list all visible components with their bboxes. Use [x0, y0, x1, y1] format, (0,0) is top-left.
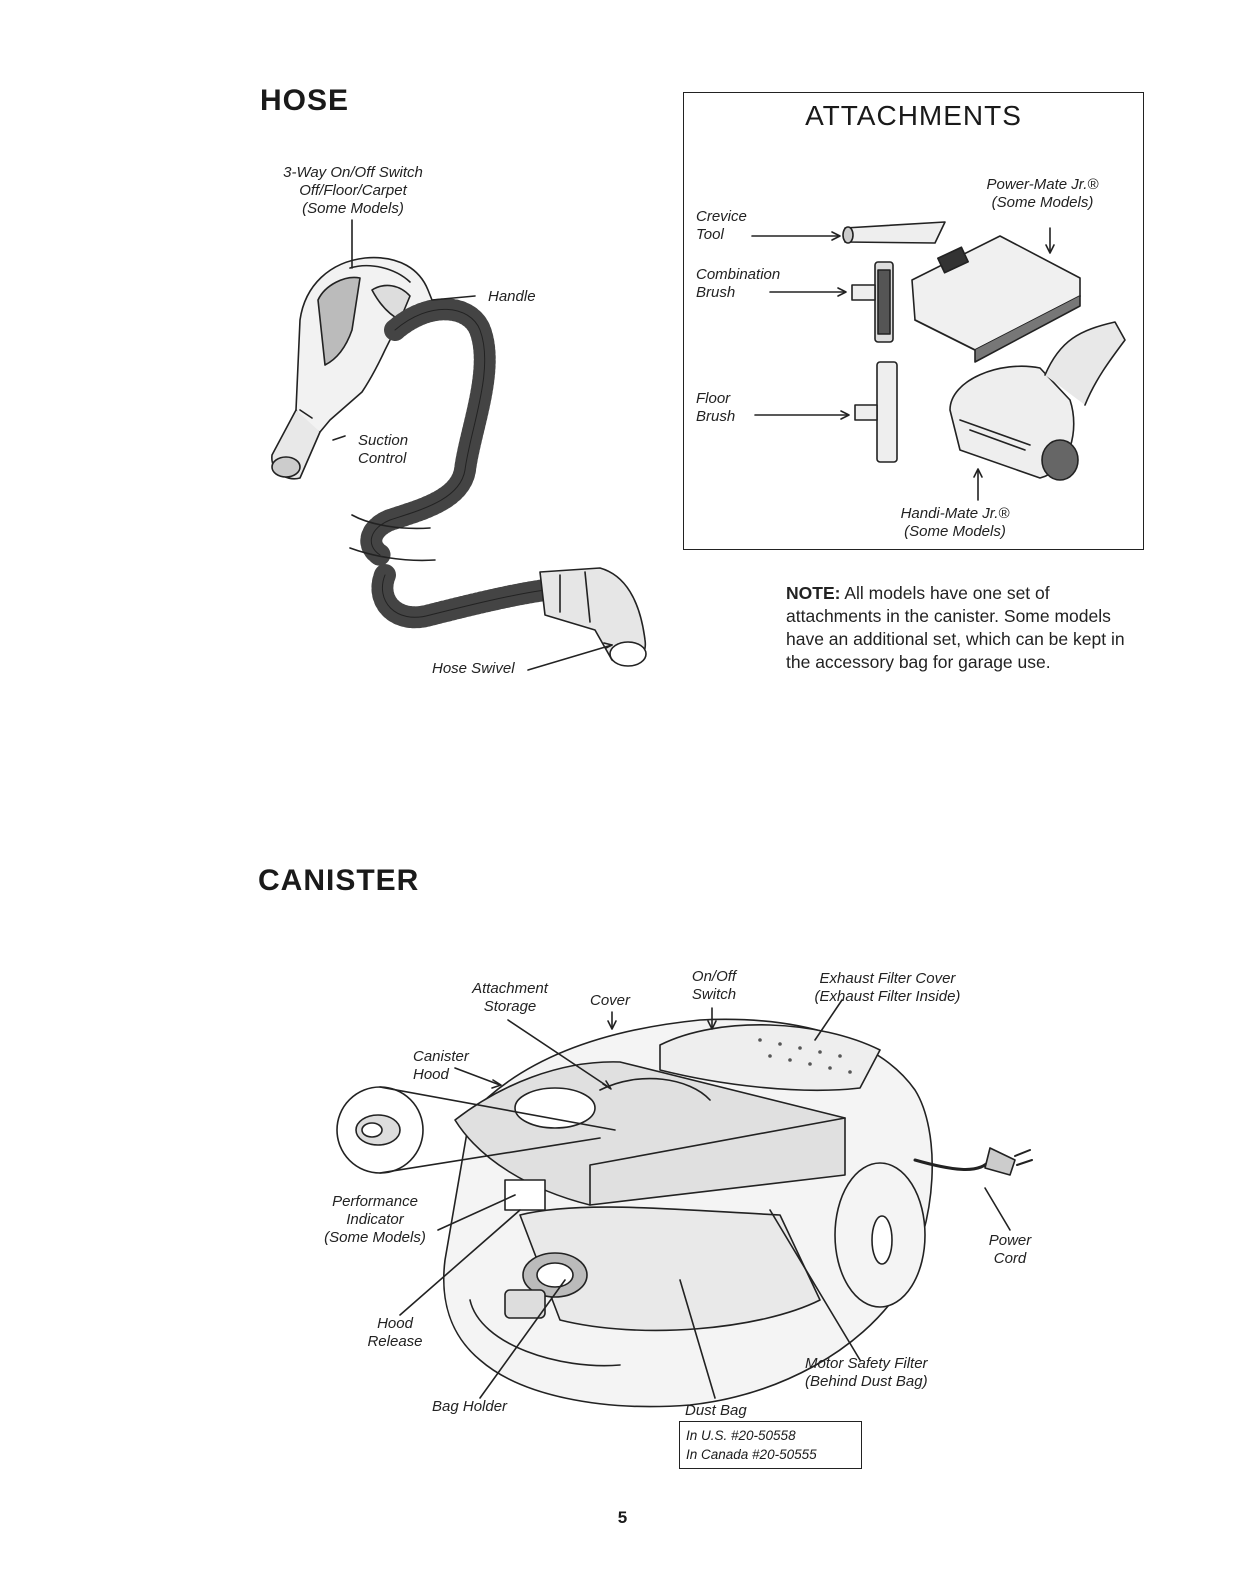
crevice-tool-label: Crevice Tool: [696, 208, 747, 243]
motor-safety-filter-label: Motor Safety Filter (Behind Dust Bag): [805, 1355, 928, 1390]
power-cord-label: Power Cord: [988, 1232, 1032, 1267]
switch-label: 3-Way On/Off Switch Off/Floor/Carpet (So…: [283, 164, 423, 217]
page-number: 5: [617, 1508, 628, 1527]
hood-release-label: Hood Release: [367, 1315, 423, 1350]
combination-brush-label: Combination Brush: [696, 266, 781, 301]
exhaust-filter-label: Exhaust Filter Cover (Exhaust Filter Ins…: [814, 970, 961, 1005]
note-prefix: NOTE:: [786, 583, 841, 603]
handle-label: Handle: [488, 288, 536, 305]
performance-indicator-label: Performance Indicator (Some Models): [324, 1193, 426, 1246]
attachment-storage-label: Attachment Storage: [472, 980, 548, 1015]
note-text: All models have one set of attachments i…: [786, 583, 1125, 672]
dust-bag-part-numbers: In U.S. #20-50558 In Canada #20-50555: [679, 1421, 862, 1469]
hose-illustration: [271, 219, 647, 671]
suction-control-label: Suction Control: [358, 432, 409, 467]
attachments-heading: ATTACHMENTS: [805, 100, 1022, 131]
handimate-label: Handi-Mate Jr.® (Some Models): [900, 505, 1010, 540]
canister-hood-label: Canister Hood: [413, 1048, 469, 1083]
attachments-note: NOTE: All models have one set of attachm…: [786, 582, 1126, 674]
hose-swivel-label: Hose Swivel: [432, 660, 515, 677]
attachments-box: [683, 92, 1144, 550]
hose-heading: HOSE: [260, 84, 350, 117]
canister-illustration: [336, 999, 1033, 1408]
powermate-label: Power-Mate Jr.® (Some Models): [986, 176, 1099, 211]
onoff-switch-label: On/Off Switch: [691, 968, 737, 1003]
bag-holder-label: Bag Holder: [432, 1398, 508, 1415]
cover-label: Cover: [590, 992, 631, 1009]
dust-bag-label: Dust Bag: [685, 1402, 747, 1419]
attachments-illustration: [751, 221, 1126, 501]
floor-brush-label: Floor Brush: [696, 390, 736, 425]
canister-heading: CANISTER: [258, 864, 420, 897]
